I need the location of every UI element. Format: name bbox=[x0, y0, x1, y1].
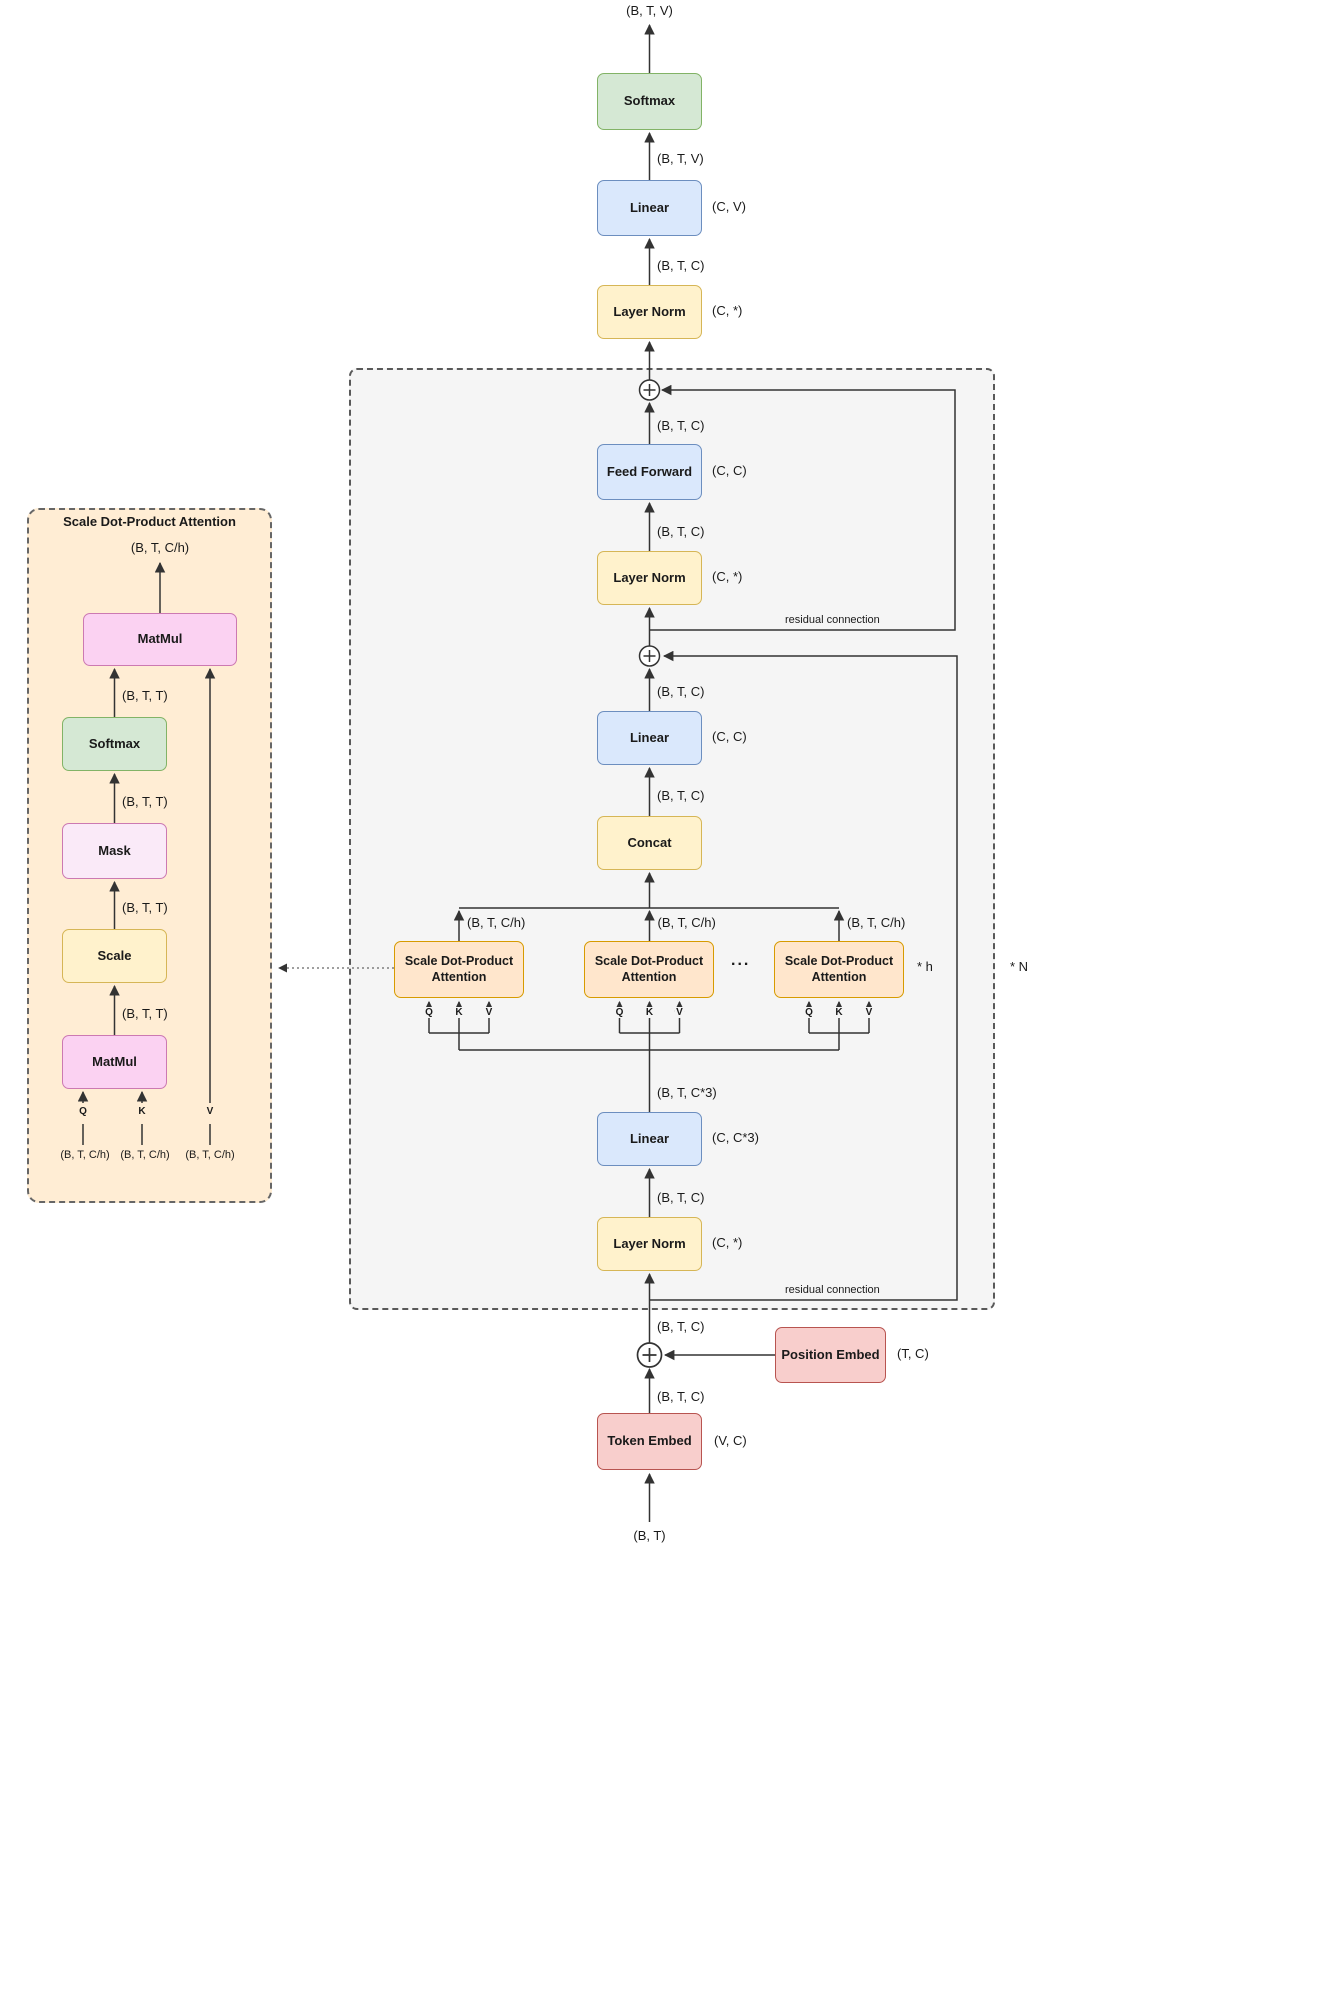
q-label-head1: Q bbox=[423, 1007, 435, 1018]
v-label-head1: V bbox=[483, 1007, 495, 1018]
shape-label-output: (B, T, V) bbox=[624, 3, 675, 18]
panel-in-shape-q: (B, T, C/h) bbox=[58, 1149, 112, 1161]
attention-head-3-node: Scale Dot-Product Attention bbox=[774, 941, 904, 998]
dim-label-token-embed: (V, C) bbox=[714, 1433, 747, 1448]
dim-label-position-embed: (T, C) bbox=[897, 1346, 929, 1361]
shape-label-token-out: (B, T, C) bbox=[655, 1389, 707, 1404]
dim-label-layer-norm-final: (C, *) bbox=[712, 303, 743, 318]
panel-q-label: Q bbox=[77, 1106, 89, 1117]
k-label-head3: K bbox=[833, 1007, 845, 1018]
panel-title: Scale Dot-Product Attention bbox=[61, 514, 238, 529]
softmax-output-node: Softmax bbox=[597, 73, 702, 130]
v-label-head2: V bbox=[674, 1007, 685, 1018]
panel-matmul-top-node: MatMul bbox=[83, 613, 237, 666]
shape-label-input: (B, T) bbox=[631, 1528, 668, 1543]
panel-in-shape-k: (B, T, C/h) bbox=[118, 1149, 172, 1161]
shape-label-ln2-out: (B, T, C) bbox=[655, 524, 707, 539]
token-embed-node: Token Embed bbox=[597, 1413, 702, 1470]
shape-label-proj-out: (B, T, C) bbox=[655, 684, 707, 699]
add-circle-embed bbox=[636, 1342, 663, 1368]
panel-shape-btt-2: (B, T, T) bbox=[120, 794, 170, 809]
repeat-n-label: * N bbox=[1010, 959, 1029, 974]
repeat-h-label: * h bbox=[915, 959, 935, 974]
panel-in-shape-v: (B, T, C/h) bbox=[183, 1149, 237, 1161]
heads-ellipsis: ... bbox=[729, 952, 753, 969]
panel-k-label: K bbox=[136, 1106, 148, 1117]
k-label-head1: K bbox=[453, 1007, 465, 1018]
dim-label-linear-head: (C, V) bbox=[712, 199, 746, 214]
feed-forward-node: Feed Forward bbox=[597, 444, 702, 500]
dim-label-layer-norm1: (C, *) bbox=[712, 1235, 743, 1250]
linear-head-node: Linear bbox=[597, 180, 702, 236]
shape-label-head1-out: (B, T, C/h) bbox=[465, 915, 528, 930]
layer-norm1-node: Layer Norm bbox=[597, 1217, 702, 1271]
attention-head-2-node: Scale Dot-Product Attention bbox=[584, 941, 714, 998]
panel-scale-node: Scale bbox=[62, 929, 167, 983]
panel-out-shape-label: (B, T, C/h) bbox=[128, 540, 192, 555]
shape-label-ff-out: (B, T, C) bbox=[655, 418, 707, 433]
position-embed-node: Position Embed bbox=[775, 1327, 886, 1383]
k-label-head2: K bbox=[643, 1007, 656, 1018]
panel-softmax-node: Softmax bbox=[62, 717, 167, 771]
shape-label-btc-head: (B, T, C) bbox=[655, 258, 707, 273]
dim-label-linear-qkv: (C, C*3) bbox=[712, 1130, 759, 1145]
shape-label-head2-out: (B, T, C/h) bbox=[655, 915, 718, 930]
shape-label-head3-out: (B, T, C/h) bbox=[845, 915, 908, 930]
linear-qkv-node: Linear bbox=[597, 1112, 702, 1166]
dim-label-feed-forward: (C, C) bbox=[712, 463, 747, 478]
panel-shape-btt-4: (B, T, T) bbox=[120, 1006, 170, 1021]
panel-matmul-bottom-node: MatMul bbox=[62, 1035, 167, 1089]
shape-label-btv: (B, T, V) bbox=[655, 151, 706, 166]
residual-upper-label: residual connection bbox=[783, 614, 882, 626]
linear-proj-node: Linear bbox=[597, 711, 702, 765]
panel-shape-btt-3: (B, T, T) bbox=[120, 900, 170, 915]
dim-label-linear-proj: (C, C) bbox=[712, 729, 747, 744]
v-label-head3: V bbox=[863, 1007, 875, 1018]
q-label-head3: Q bbox=[803, 1007, 815, 1018]
panel-v-label: V bbox=[204, 1106, 216, 1117]
layer-norm-final-node: Layer Norm bbox=[597, 285, 702, 339]
panel-shape-btt-1: (B, T, T) bbox=[120, 688, 170, 703]
shape-label-concat-out: (B, T, C) bbox=[655, 788, 707, 803]
shape-label-add-out: (B, T, C) bbox=[655, 1319, 707, 1334]
residual-lower-label: residual connection bbox=[783, 1284, 882, 1296]
dim-label-layer-norm2: (C, *) bbox=[712, 569, 743, 584]
panel-mask-node: Mask bbox=[62, 823, 167, 879]
q-label-head2: Q bbox=[613, 1007, 626, 1018]
attention-head-1-node: Scale Dot-Product Attention bbox=[394, 941, 524, 998]
shape-label-qkv: (B, T, C*3) bbox=[655, 1085, 719, 1100]
layer-norm2-node: Layer Norm bbox=[597, 551, 702, 605]
shape-label-ln1-out: (B, T, C) bbox=[655, 1190, 707, 1205]
concat-node: Concat bbox=[597, 816, 702, 870]
